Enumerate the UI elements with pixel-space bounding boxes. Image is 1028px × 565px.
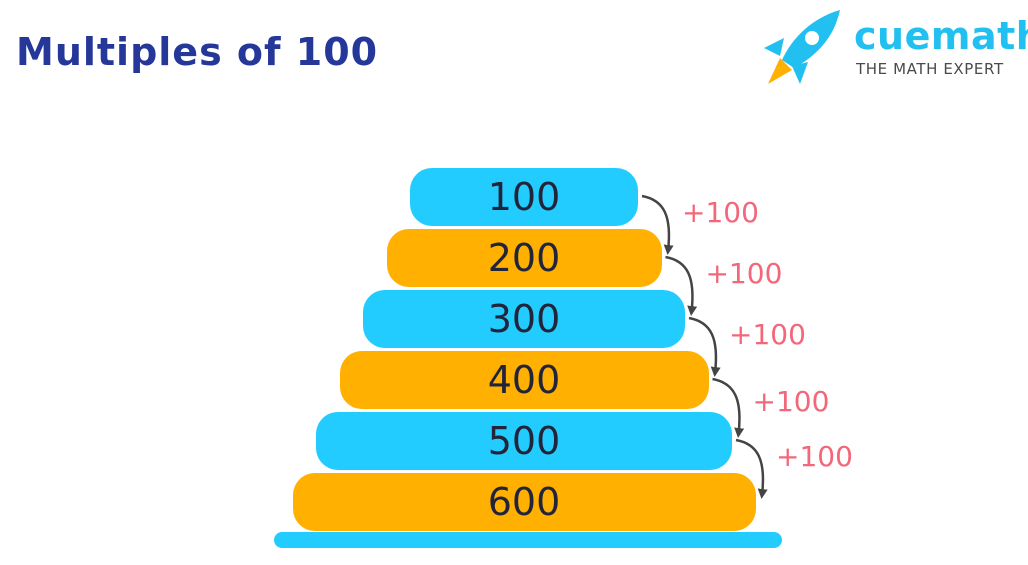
increment-arrow (665, 255, 698, 316)
bar-100: 100 (410, 168, 638, 226)
rocket-icon (764, 10, 840, 84)
logo-tagline: THE MATH EXPERT (856, 60, 1004, 78)
logo-name: cuemath (854, 14, 1028, 58)
increment-arrow (688, 316, 721, 377)
stack-base (274, 532, 782, 548)
increment-arrow (712, 377, 745, 438)
increment-label: +100 (682, 196, 759, 229)
bar-300: 300 (363, 290, 685, 348)
increment-arrow (641, 194, 674, 255)
bar-600: 600 (292, 473, 756, 531)
cuemath-logo: cuemath THE MATH EXPERT (762, 8, 1028, 88)
page-title: Multiples of 100 (16, 30, 379, 74)
increment-label: +100 (729, 318, 806, 351)
bar-500: 500 (316, 412, 732, 470)
increment-label: +100 (752, 385, 830, 418)
bar-200: 200 (386, 229, 662, 287)
increment-label: +100 (705, 257, 783, 290)
increment-arrow (735, 438, 768, 499)
increment-label: +100 (776, 440, 853, 473)
bar-400: 400 (339, 351, 709, 409)
